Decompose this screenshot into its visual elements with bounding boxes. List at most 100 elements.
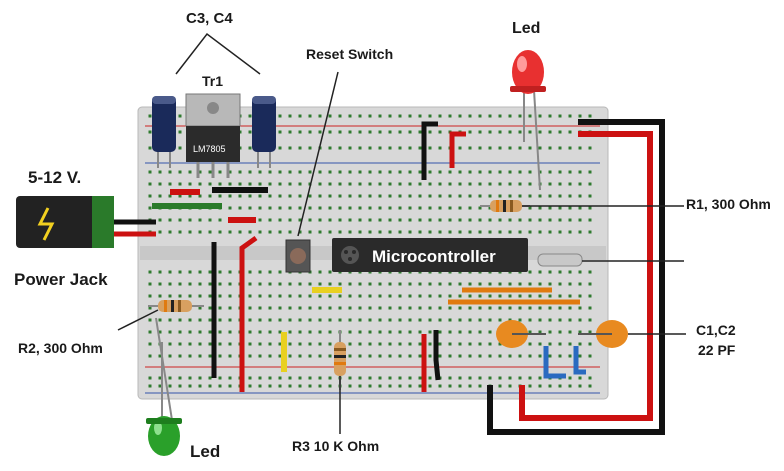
breadboard-hole [478,294,482,298]
breadboard-hole [538,306,542,310]
breadboard-hole [258,194,262,198]
breadboard-hole [168,218,172,222]
breadboard-hole [428,354,432,358]
breadboard-hole [428,330,432,334]
breadboard-hole [448,318,452,322]
breadboard-hole [168,270,172,274]
breadboard-hole [448,342,452,346]
breadboard-hole [298,114,302,118]
breadboard-hole [348,282,352,286]
breadboard-hole [418,170,422,174]
breadboard-hole [188,218,192,222]
breadboard-hole [218,170,222,174]
breadboard-hole [538,318,542,322]
breadboard-hole [208,318,212,322]
capacitor-c4 [252,96,276,168]
breadboard-hole [368,282,372,286]
breadboard-hole [228,294,232,298]
breadboard-hole [318,206,322,210]
breadboard-hole [228,194,232,198]
breadboard-hole [348,306,352,310]
breadboard-hole [478,330,482,334]
breadboard-hole [458,194,462,198]
breadboard-hole [208,270,212,274]
breadboard-hole [208,306,212,310]
breadboard-hole [528,170,532,174]
breadboard-hole [278,270,282,274]
breadboard-hole [268,354,272,358]
breadboard-hole [298,330,302,334]
breadboard-hole [388,170,392,174]
breadboard-hole [458,330,462,334]
breadboard-hole [198,218,202,222]
breadboard-hole [268,330,272,334]
breadboard-hole [368,194,372,198]
breadboard-hole [418,206,422,210]
breadboard-hole [308,194,312,198]
breadboard-hole [438,282,442,286]
led-green [146,317,182,456]
breadboard-hole [378,306,382,310]
breadboard-hole [238,182,242,186]
breadboard-hole [498,306,502,310]
breadboard-hole [388,354,392,358]
breadboard-hole [328,130,332,134]
breadboard-hole [518,170,522,174]
breadboard-hole [318,342,322,346]
breadboard-hole [308,146,312,150]
breadboard-hole [508,376,512,380]
breadboard-hole [548,146,552,150]
breadboard-hole [338,294,342,298]
breadboard-hole [538,130,542,134]
breadboard-hole [538,230,542,234]
breadboard-hole [458,230,462,234]
breadboard-hole [148,342,152,346]
breadboard-hole [318,170,322,174]
breadboard-hole [218,194,222,198]
breadboard-hole [368,306,372,310]
breadboard-hole [518,218,522,222]
microcontroller-label: Microcontroller [372,247,496,266]
breadboard-hole [278,342,282,346]
breadboard-hole [568,282,572,286]
breadboard-hole [418,342,422,346]
breadboard-hole [568,170,572,174]
breadboard-hole [378,146,382,150]
breadboard-hole [188,282,192,286]
breadboard-hole [458,146,462,150]
breadboard-hole [588,306,592,310]
breadboard-hole [528,330,532,334]
breadboard-hole [398,218,402,222]
breadboard-hole [178,376,182,380]
breadboard-hole [348,354,352,358]
wires [110,119,665,435]
breadboard-hole [248,330,252,334]
breadboard-hole [348,182,352,186]
breadboard-hole [328,282,332,286]
breadboard-hole [528,318,532,322]
breadboard-hole [548,354,552,358]
breadboard-hole [398,194,402,198]
breadboard-hole [568,146,572,150]
breadboard-hole [318,230,322,234]
breadboard-hole [398,146,402,150]
breadboard-hole [468,218,472,222]
wire-red-top [449,131,466,168]
breadboard-hole [218,282,222,286]
breadboard-hole [288,206,292,210]
breadboard-hole [528,376,532,380]
breadboard-hole [248,318,252,322]
breadboard-hole [518,146,522,150]
breadboard-hole [498,230,502,234]
breadboard-hole [158,218,162,222]
label-c1c2: C1,C2 [696,322,736,338]
breadboard-hole [278,194,282,198]
breadboard-hole [538,270,542,274]
label-reset-switch: Reset Switch [306,46,394,62]
breadboard-hole [438,146,442,150]
breadboard-hole [468,170,472,174]
capacitor-c3 [152,96,176,168]
breadboard-hole [218,342,222,346]
breadboard-hole [218,354,222,358]
